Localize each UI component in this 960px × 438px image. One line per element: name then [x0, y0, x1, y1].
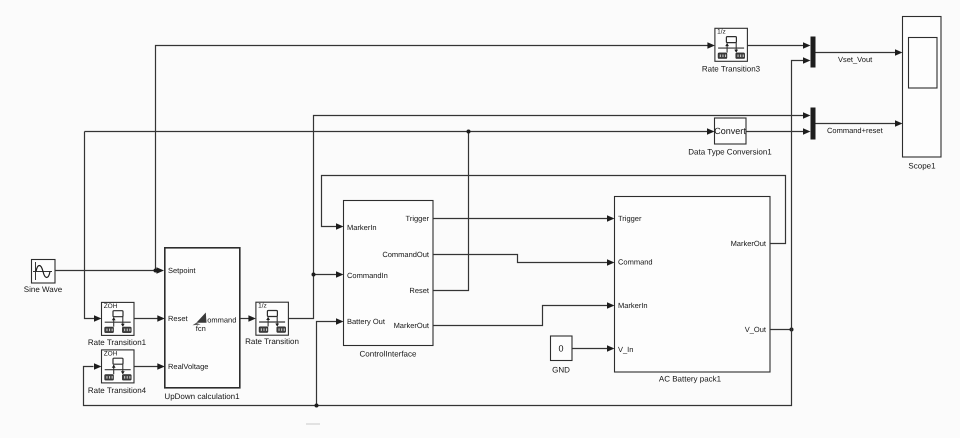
svg-text:ZOH: ZOH [104, 350, 118, 357]
svg-text:Command: Command [618, 258, 653, 267]
svg-text:CommandIn: CommandIn [347, 271, 388, 280]
svg-text:Trigger: Trigger [618, 214, 642, 223]
svg-text:MarkerOut: MarkerOut [394, 321, 430, 330]
svg-text:Vset_Vout: Vset_Vout [838, 55, 873, 64]
svg-text:Rate Transition: Rate Transition [245, 337, 299, 346]
svg-text:Rate Transition3: Rate Transition3 [702, 65, 761, 74]
svg-text:Reset: Reset [409, 286, 430, 295]
svg-text:Setpoint: Setpoint [168, 266, 196, 275]
svg-text:Convert: Convert [714, 126, 746, 136]
svg-text:CommandOut: CommandOut [382, 250, 430, 259]
svg-text:Rate Transition1: Rate Transition1 [88, 338, 147, 347]
svg-text:Scope1: Scope1 [908, 162, 936, 171]
svg-text:Battery Out: Battery Out [347, 317, 386, 326]
svg-text:GND: GND [552, 366, 570, 375]
svg-text:1/z: 1/z [717, 29, 726, 36]
svg-text:Reset: Reset [168, 314, 189, 323]
svg-text:V_Out: V_Out [745, 325, 767, 334]
svg-text:AC Battery pack1: AC Battery pack1 [659, 375, 722, 384]
svg-text:1/z: 1/z [258, 303, 267, 310]
svg-text:Sine Wave: Sine Wave [24, 285, 63, 294]
svg-text:Data Type Conversion1: Data Type Conversion1 [688, 148, 772, 157]
svg-text:Rate Transition4: Rate Transition4 [88, 386, 147, 395]
svg-text:Command+reset: Command+reset [827, 126, 884, 135]
svg-text:RealVoltage: RealVoltage [168, 362, 208, 371]
svg-text:ZOH: ZOH [104, 303, 118, 310]
svg-text:fcn: fcn [196, 324, 206, 333]
svg-text:V_In: V_In [618, 345, 633, 354]
svg-text:0: 0 [558, 344, 563, 354]
svg-text:ommand: ommand [207, 315, 236, 324]
svg-text:MarkerIn: MarkerIn [347, 223, 377, 232]
svg-text:Trigger: Trigger [406, 214, 430, 223]
svg-text:MarkerOut: MarkerOut [731, 239, 767, 248]
svg-text:UpDown calculation1: UpDown calculation1 [164, 392, 240, 401]
svg-text:ControlInterface: ControlInterface [360, 350, 417, 359]
svg-text:MarkerIn: MarkerIn [618, 301, 648, 310]
